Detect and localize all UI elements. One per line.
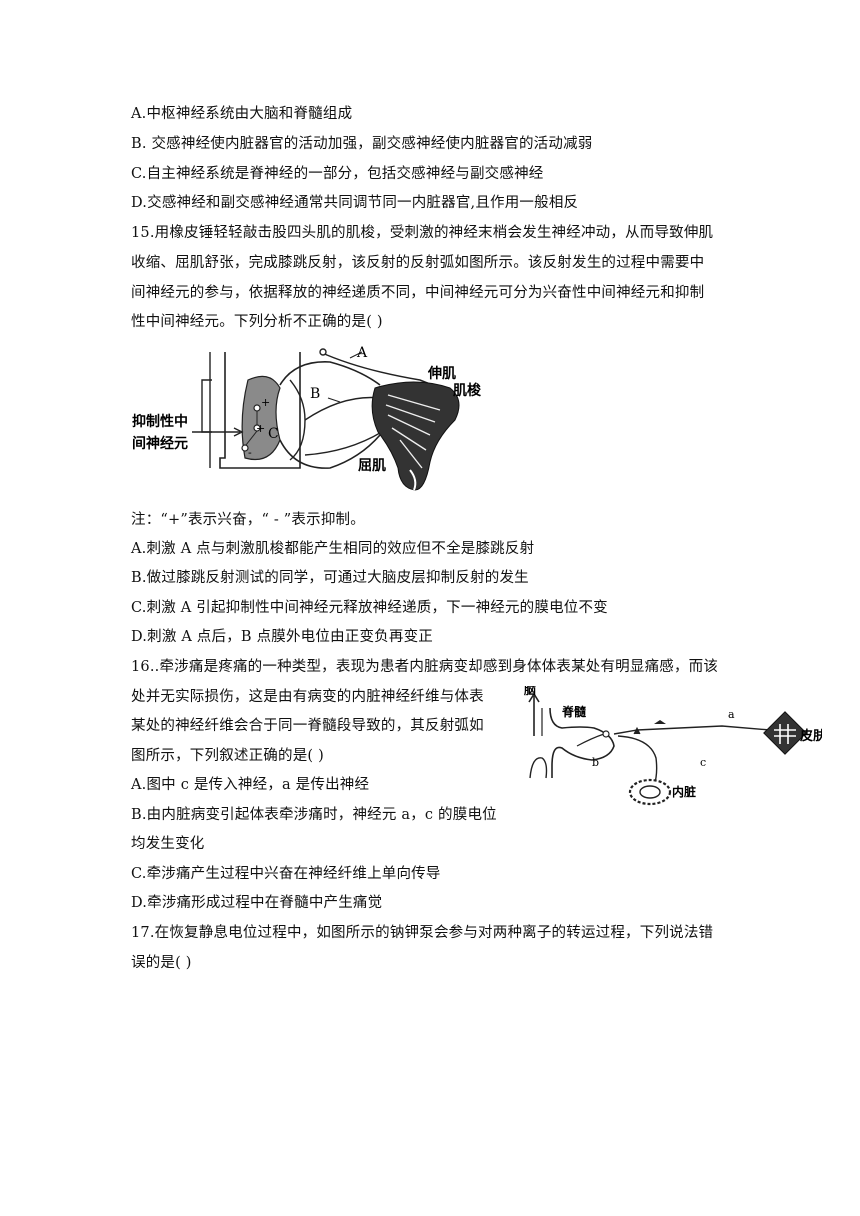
q15-stem-line-2: 收缩、屈肌舒张，完成膝跳反射，该反射的反射弧如图所示。该反射发生的过程中需要中 xyxy=(131,255,705,271)
q14-option-d: D.交感神经和副交感神经通常共同调节同一内脏器官,且作用一般相反 xyxy=(131,195,579,211)
label-a: A xyxy=(356,345,368,361)
referred-pain-figure: 脑 脊髓 b a 皮肤 c 内脏 xyxy=(522,686,822,806)
q15-option-c: C.刺激 A 引起抑制性中间神经元释放神经递质，下一神经元的膜电位不变 xyxy=(131,600,608,616)
q15-note: 注：“+”表示兴奋，“ - ”表示抑制。 xyxy=(131,512,365,528)
label-b: B xyxy=(310,386,320,402)
q15-stem-line-4: 性中间神经元。下列分析不正确的是( ) xyxy=(131,314,383,330)
q15-option-a: A.刺激 A 点与刺激肌梭都能产生相同的效应但不全是膝跳反射 xyxy=(131,541,535,557)
label-b: b xyxy=(592,756,599,769)
q16-option-d: D.牵涉痛形成过程中在脊髓中产生痛觉 xyxy=(131,895,383,911)
label-viscera: 内脏 xyxy=(672,784,696,799)
q16-option-b-line-2: 均发生变化 xyxy=(131,836,205,852)
label-c: C xyxy=(268,426,279,442)
plus-sign-1: + xyxy=(261,396,270,409)
label-skin: 皮肤 xyxy=(799,728,822,744)
label-inhibitory-2: 间神经元 xyxy=(132,435,188,452)
q16-option-b-line-1: B.由内脏病变引起体表牵涉痛时，神经元 a，c 的膜电位 xyxy=(131,807,497,823)
q16-stem-line-2: 处并无实际损伤，这是由有病变的内脏神经纤维与体表 xyxy=(131,689,484,705)
q16-stem-line-4: 图所示，下列叙述正确的是( ) xyxy=(131,748,324,764)
q17-stem-line-2: 误的是( ) xyxy=(131,955,192,971)
q14-option-c: C.自主神经系统是脊神经的一部分，包括交感神经与副交感神经 xyxy=(131,166,544,182)
q17-stem-line-1: 17.在恢复静息电位过程中，如图所示的钠钾泵会参与对两种离子的转运过程，下列说法… xyxy=(131,925,714,941)
q16-stem-line-1: 16..牵涉痛是疼痛的一种类型，表现为患者内脏病变却感到身体体表某处有明显痛感，… xyxy=(131,659,719,675)
label-spindle: 肌梭 xyxy=(453,382,482,399)
minus-sign: - xyxy=(248,446,252,459)
q14-option-a: A.中枢神经系统由大脑和脊髓组成 xyxy=(131,106,353,122)
q16-stem-line-3: 某处的神经纤维会合于同一脊髓段导致的，其反射弧如 xyxy=(131,718,484,734)
label-spinal: 脊髓 xyxy=(561,704,587,719)
q16-option-c: C.牵涉痛产生过程中兴奋在神经纤维上单向传导 xyxy=(131,866,441,882)
label-c: c xyxy=(700,756,706,769)
label-a: a xyxy=(728,708,735,721)
q16-option-a: A.图中 c 是传入神经，a 是传出神经 xyxy=(131,777,370,793)
label-inhibitory-1: 抑制性中 xyxy=(132,413,188,430)
label-brain: 脑 xyxy=(523,686,536,697)
q15-option-d: D.刺激 A 点后，B 点膜外电位由正变负再变正 xyxy=(131,629,433,645)
label-extensor: 伸肌 xyxy=(427,365,456,382)
q15-stem-line-1: 15.用橡皮锤轻轻敲击股四头肌的肌梭，受刺激的神经末梢会发生神经冲动，从而导致伸… xyxy=(131,225,714,241)
q15-option-b: B.做过膝跳反射测试的同学，可通过大脑皮层抑制反射的发生 xyxy=(131,570,529,586)
plus-sign-2: + xyxy=(256,422,265,435)
label-flexor: 屈肌 xyxy=(358,458,386,474)
q14-option-b: B. 交感神经使内脏器官的活动加强，副交感神经使内脏器官的活动减弱 xyxy=(131,136,593,152)
knee-reflex-figure: 抑制性中 间神经元 A B C 伸肌 肌梭 屈肌 + + - xyxy=(130,340,500,500)
q15-stem-line-3: 间神经元的参与，依据释放的神经递质不同，中间神经元可分为兴奋性中间神经元和抑制 xyxy=(131,285,705,301)
